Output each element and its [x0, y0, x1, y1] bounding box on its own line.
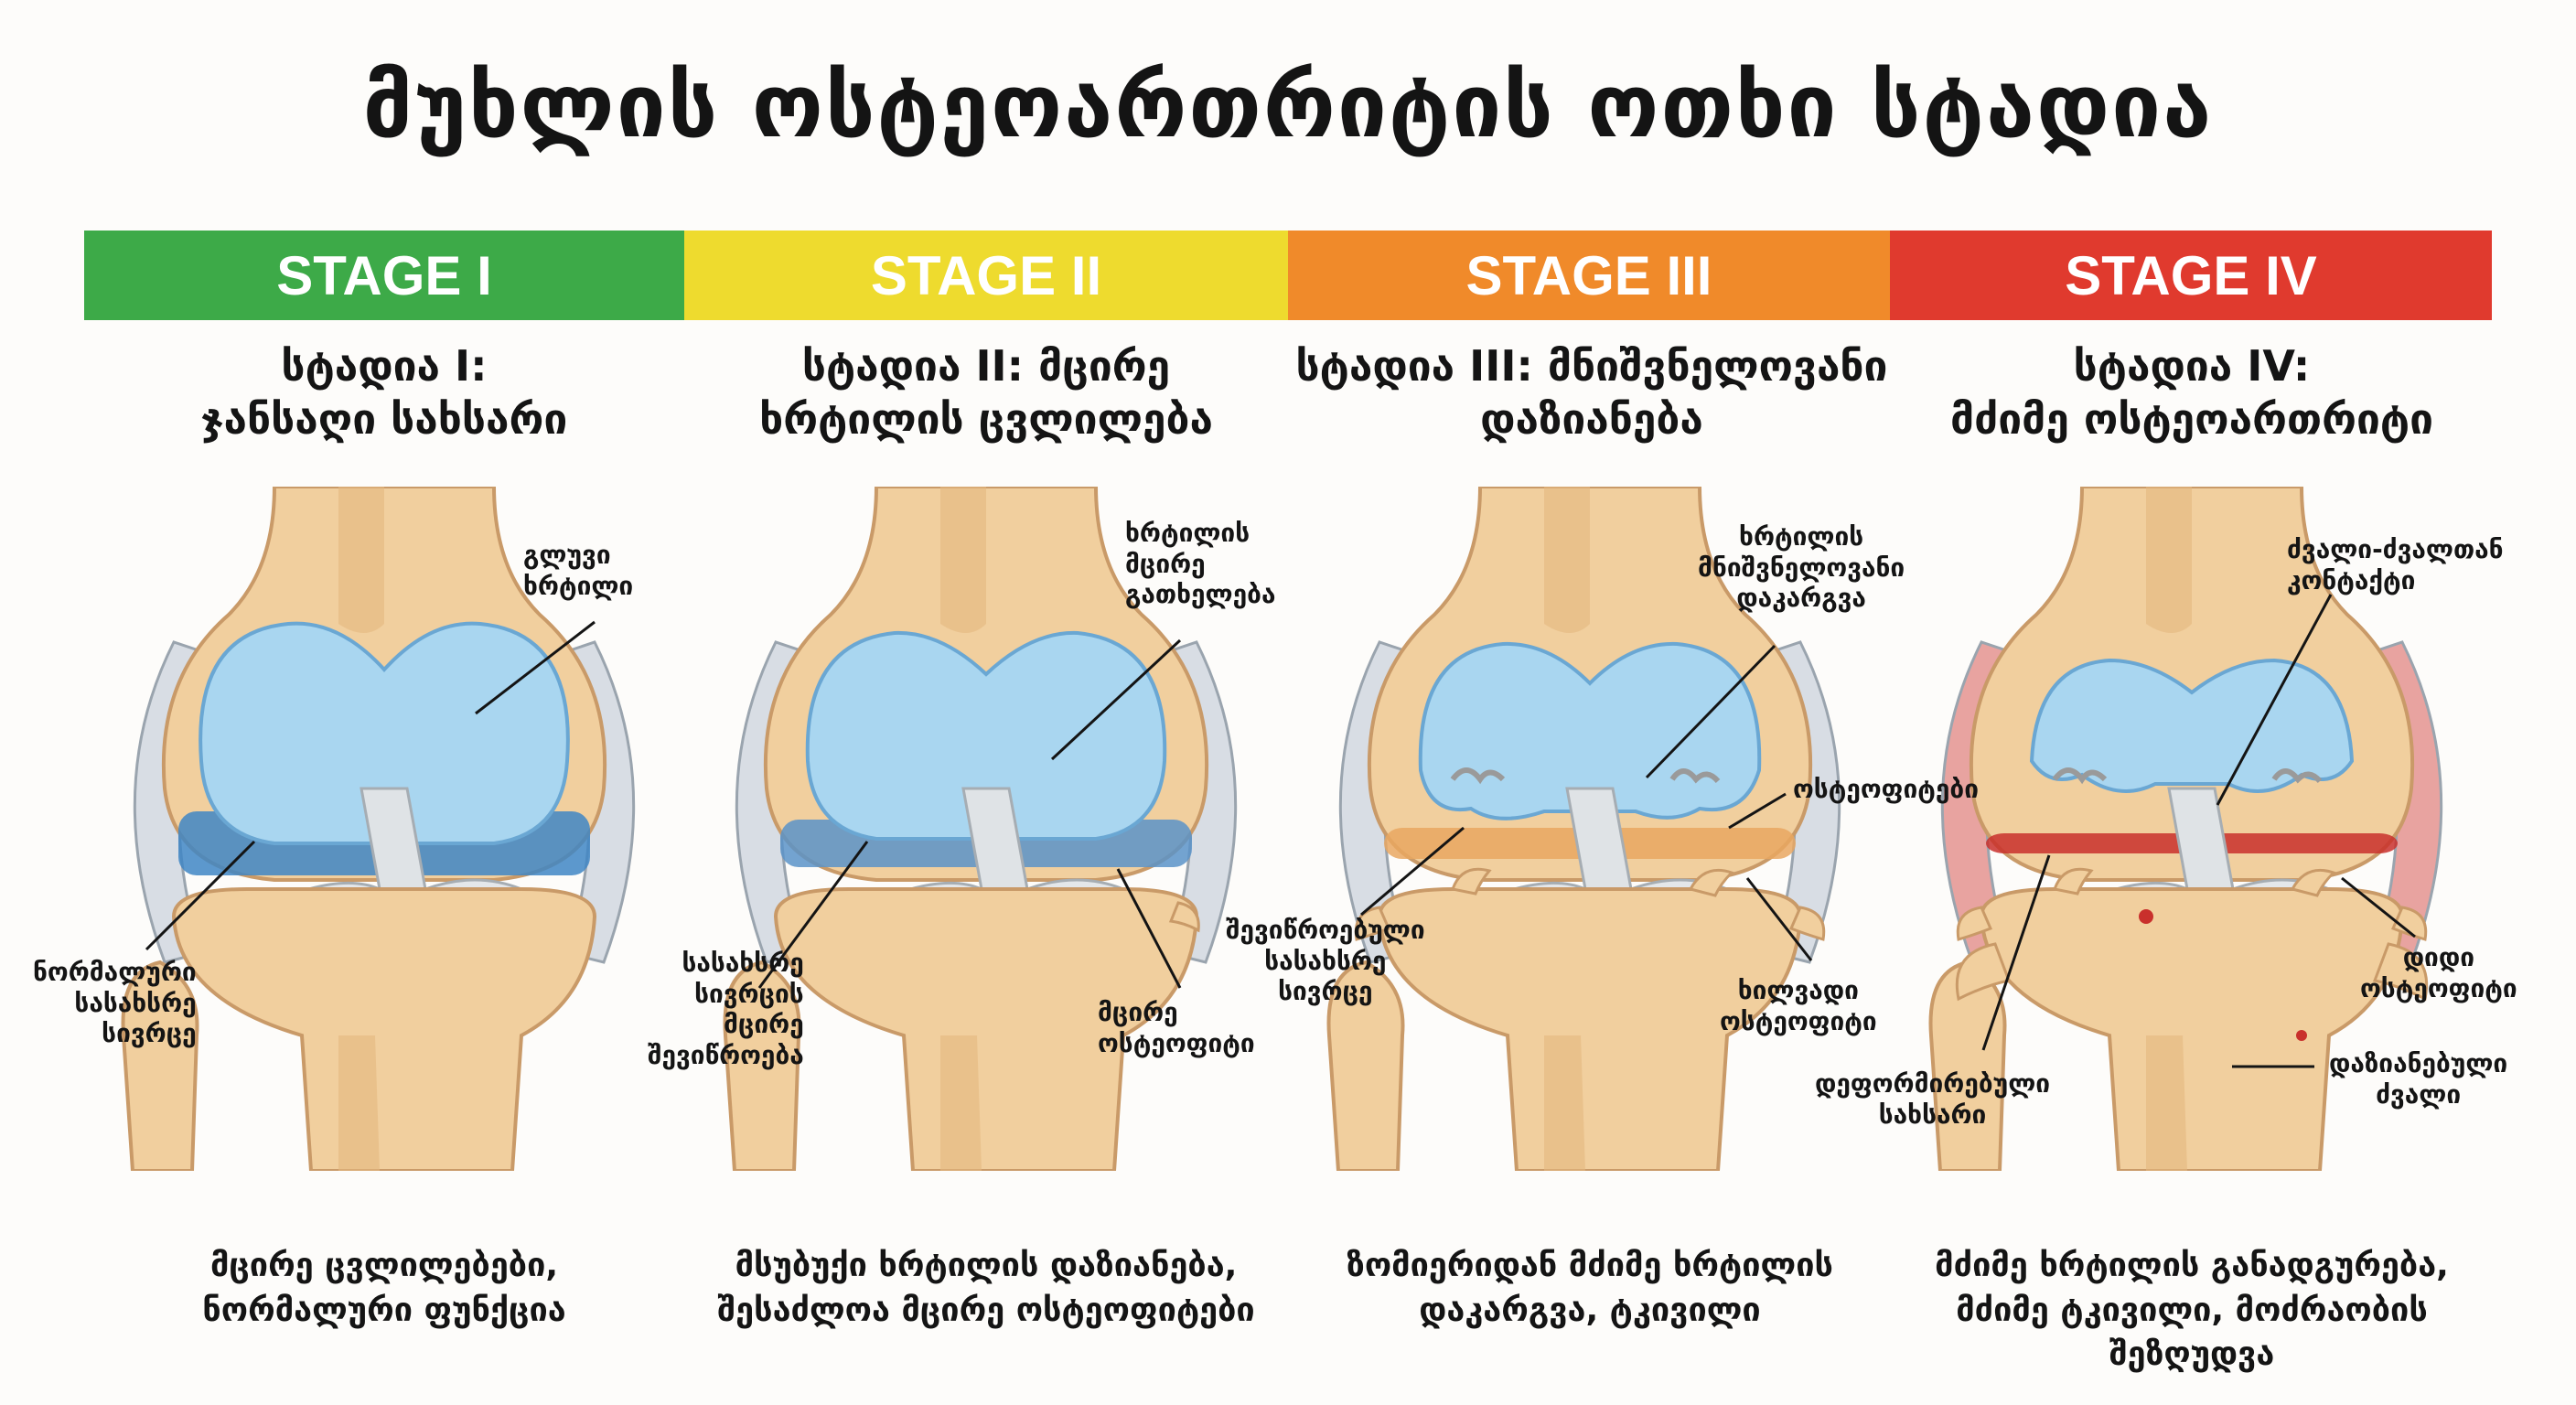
knee-illustration-stage-1 [121, 487, 636, 1171]
osteophyte [1168, 901, 1200, 933]
annotation-joint-space-narrowing: სასახსრე სივრცის მცირე შევიწროება [648, 948, 804, 1070]
leader-line [1745, 877, 1813, 961]
leader-line [1981, 854, 2051, 1051]
stage-bar-label: STAGE IV [2065, 244, 2317, 306]
osteophyte [2391, 906, 2428, 941]
knee-illustration-stage-4 [1928, 487, 2443, 1171]
annotation-cartilage-thinning: ხრტილის მცირე გათხელება [1125, 518, 1276, 610]
tibia-shade [940, 1035, 982, 1171]
annotation-deformed-joint: დეფორმირებული სახსარი [1815, 1068, 2051, 1130]
annotation-significant-cartilage-loss: ხრტილის მნიშვნელოვანი დაკარგვა [1698, 521, 1905, 614]
leader-line [1050, 638, 1182, 761]
page-title: მუხლის ოსტეოართრიტის ოთხი სტადია [362, 55, 2214, 157]
annotation-normal-joint-space: ნორმალური სასახსრე სივრცე [33, 957, 197, 1049]
tibia-shade [1544, 1035, 1585, 1171]
leader-line [757, 841, 869, 989]
annotation-damaged-bone: დაზიანებული ძვალი [2329, 1048, 2508, 1110]
osteophyte [1956, 906, 1992, 941]
annotation-osteophytes: ოსტეოფიტები [1793, 774, 1979, 804]
leader-line [1645, 644, 1776, 779]
annotation-visible-osteophyte: ხილვადი ოსტეოფიტი [1720, 975, 1877, 1036]
leader-line [2216, 594, 2333, 806]
stage-subtitle-2: სტადია II: მცირე ხრტილის ცვლილება [759, 341, 1213, 444]
femoral-cartilage [805, 630, 1167, 841]
leader-line [2341, 876, 2416, 938]
osteophyte [2290, 868, 2336, 897]
cartilage-erosion [1669, 768, 1721, 784]
annotation-small-osteophyte: მცირე ოსტეოფიტი [1098, 997, 1255, 1058]
stage-bar-3: STAGE III [1288, 231, 1890, 320]
cartilage-erosion [2052, 767, 2108, 785]
stage-description-3: ზომიერიდან მძიმე ხრტილის დაკარგვა, ტკივი… [1347, 1247, 1833, 1329]
bone-lesion [2296, 1030, 2307, 1041]
tibia-bone [1377, 887, 1803, 1171]
leader-line [145, 840, 256, 951]
stage-subtitle-4: სტადია IV: მძიმე ოსტეოართრიტი [1949, 341, 2434, 444]
osteophyte [1688, 868, 1734, 897]
stage-bar-label: STAGE III [1465, 244, 1712, 306]
stage-bar-1: STAGE I [84, 231, 684, 320]
femoral-cartilage [2029, 658, 2355, 793]
knee-illustration-stage-3 [1326, 487, 1841, 1171]
stage-bar-label: STAGE II [870, 244, 1102, 306]
stage-subtitle-1: სტადია I: ჯანსაღი სახსარი [200, 341, 568, 444]
stage-bar-2: STAGE II [684, 231, 1288, 320]
tibia-shade [2146, 1035, 2187, 1171]
annotation-narrowed-joint-space: შევიწროებული სასახსრე სივრცე [1226, 915, 1425, 1007]
tibia-bone [171, 887, 597, 1171]
osteophyte [1451, 867, 1492, 896]
annotation-bone-on-bone-contact: ძვალი-ძვალთან კონტაქტი [2287, 534, 2504, 595]
tibia-bone [773, 887, 1199, 1171]
large-osteophyte [2372, 942, 2429, 1002]
leader-line [475, 620, 596, 715]
tibia-shade [338, 1035, 380, 1171]
annotation-large-osteophyte: დიდი ოსტეოფიტი [2360, 942, 2517, 1003]
fibula-bone [121, 960, 199, 1171]
cartilage-erosion [1450, 767, 1506, 785]
femur-shade [2146, 487, 2192, 633]
large-osteophyte [1955, 942, 2012, 1002]
bone-lesion [2139, 909, 2153, 924]
stage-bar-label: STAGE I [276, 244, 492, 306]
fibula-bone [723, 960, 801, 1171]
leader-line [1728, 792, 1787, 830]
stage-description-4: მძიმე ხრტილის განადგურება, მძიმე ტკივილი… [1935, 1247, 2449, 1374]
fibula-bone [1326, 960, 1405, 1171]
stage-description-1: მცირე ცვლილებები, ნორმალური ფუნქცია [202, 1247, 566, 1329]
stage-description-2: მსუბუქი ხრტილის დაზიანება, შესაძლოა მცირ… [717, 1247, 1255, 1329]
leader-line [1360, 826, 1465, 917]
knee-illustration-stage-2 [723, 487, 1238, 1171]
femur-shade [940, 487, 986, 633]
stage-bar-4: STAGE IV [1890, 231, 2492, 320]
stage-subtitle-3: სტადია III: მნიშვნელოვანი დაზიანება [1295, 341, 1888, 444]
cartilage-erosion [2271, 768, 2323, 784]
osteophyte [1789, 906, 1826, 941]
annotation-smooth-cartilage: გლუვი ხრტილი [523, 540, 634, 601]
femur-shade [1544, 487, 1590, 633]
osteophyte [2053, 867, 2094, 896]
leader-line [1116, 868, 1182, 989]
femur-shade [338, 487, 384, 633]
